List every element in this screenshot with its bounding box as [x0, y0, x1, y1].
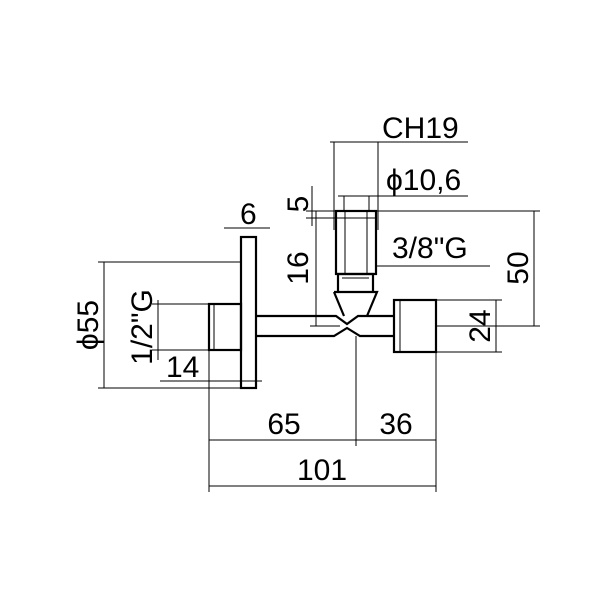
outlet-thread	[334, 209, 378, 276]
label-65: 65	[267, 408, 300, 441]
label-24: 24	[464, 309, 497, 342]
label-14: 14	[166, 351, 199, 384]
label-16: 16	[282, 251, 315, 284]
outlet-stem	[332, 272, 379, 317]
dimension-labels: CH19 ϕ10,6 5 6 16 3/8"G 50 ϕ55 1/2"G 24 …	[72, 112, 535, 487]
label-50: 50	[502, 251, 535, 284]
label-3-8-g: 3/8"G	[392, 232, 468, 265]
label-36: 36	[379, 408, 412, 441]
label-d10-6: ϕ10,6	[386, 164, 461, 197]
label-1-2-g: 1/2"G	[126, 289, 159, 365]
wall-flange	[239, 235, 258, 390]
label-ch19: CH19	[382, 112, 459, 145]
pipe-body	[256, 314, 394, 338]
label-6: 6	[240, 198, 257, 231]
inlet-thread	[207, 302, 243, 352]
valve-outline	[207, 209, 438, 390]
label-101: 101	[297, 454, 347, 487]
dimension-lines	[98, 141, 540, 492]
label-d55: ϕ55	[72, 300, 105, 350]
label-5: 5	[282, 196, 315, 213]
